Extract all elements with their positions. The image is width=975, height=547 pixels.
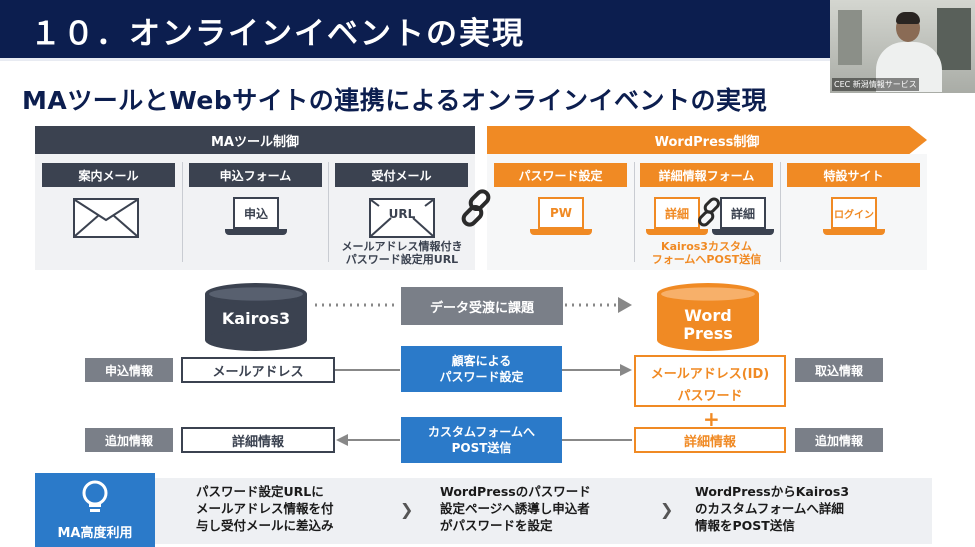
wp-section-header: WordPress制御: [487, 126, 927, 154]
box-line: パスワード: [677, 389, 743, 404]
divider: [780, 162, 781, 262]
tag-import-info: 取込情報: [795, 358, 883, 382]
center-line: POST送信: [451, 441, 512, 455]
slide-title: １０．オンラインイベントの実現: [30, 16, 525, 52]
tag-additional-info-wp: 追加情報: [795, 428, 883, 452]
box-detail-info-wp: 詳細情報: [634, 427, 786, 453]
arrow-icon: [336, 434, 348, 446]
laptop-icon: ログイン: [823, 197, 885, 237]
chevron-right-icon: ❯: [400, 500, 414, 519]
footer-summary: [35, 478, 932, 544]
presenter-name-label: CEC 新潟情報サービス: [832, 78, 919, 91]
envelope-icon: [73, 198, 139, 238]
step-line: パスワード設定URLに: [196, 484, 324, 499]
db-rim: [209, 287, 303, 301]
step-line: メールアドレス情報を付: [196, 501, 334, 516]
database-icon: Kairos3: [205, 283, 307, 351]
footer-step-3: WordPressからKairos3 のカスタムフォームへ詳細 情報をPOST送…: [695, 483, 849, 534]
presenter-hair: [896, 12, 920, 24]
step-line: 与し受付メールに差込み: [196, 518, 334, 533]
receipt-mail-note: メールアドレス情報付き パスワード設定用URL: [336, 240, 468, 266]
step-line: WordPressからKairos3: [695, 484, 850, 499]
slide-subtitle: MAツールとWebサイトの連携によるオンラインイベントの実現: [22, 86, 768, 115]
db-bottom: [205, 329, 307, 351]
laptop-icon: 詳細: [712, 197, 774, 237]
note-line: パスワード設定用URL: [345, 253, 459, 266]
laptop-icon: PW: [530, 197, 592, 237]
step-custom-form-post: カスタムフォームへ POST送信: [401, 417, 562, 463]
presenter-video[interactable]: CEC 新潟情報サービス: [830, 0, 975, 93]
database-icon: Word Press: [657, 283, 759, 351]
db-label-line: Press: [683, 324, 733, 343]
divider: [182, 162, 183, 262]
box-line: メールアドレス(ID): [650, 367, 770, 382]
db-label-line: Word: [684, 306, 732, 325]
note-line: Kairos3カスタム: [661, 240, 752, 253]
step-application-form: 申込フォーム: [189, 163, 322, 187]
laptop-screen-text: PW: [538, 197, 584, 229]
step-password-setting: パスワード設定: [494, 163, 627, 187]
note-line: フォームへPOST送信: [651, 253, 762, 266]
note-line: メールアドレス情報付き: [341, 240, 463, 253]
title-underline: [0, 58, 830, 61]
laptop-screen-text: 詳細: [654, 197, 700, 229]
laptop-screen-text: ログイン: [831, 197, 877, 229]
ma-advanced-badge: MA高度利用: [35, 473, 155, 547]
box-email-id-password: メールアドレス(ID) パスワード: [634, 355, 786, 407]
center-line: 顧客による: [451, 354, 512, 368]
detail-form-note: Kairos3カスタム フォームへPOST送信: [640, 240, 773, 266]
step-line: WordPressのパスワード: [440, 484, 591, 499]
chain-link-icon: [461, 189, 491, 227]
laptop-base: [225, 229, 287, 235]
footer-step-1: パスワード設定URLに メールアドレス情報を付 与し受付メールに差込み: [196, 483, 334, 534]
ma-section-header: MAツール制御: [35, 126, 475, 154]
laptop-screen-text: 申込: [233, 197, 279, 229]
title-bar: １０．オンラインイベントの実現: [0, 0, 830, 58]
db-rim: [661, 287, 755, 301]
lightbulb-icon: [82, 480, 108, 512]
center-line: パスワード設定: [439, 370, 524, 384]
laptop-base: [530, 229, 592, 235]
footer-step-2: WordPressのパスワード 設定ページへ誘導し申込者 がパスワードを設定: [440, 483, 591, 534]
chevron-right-icon: ❯: [660, 500, 674, 519]
step-guide-mail: 案内メール: [42, 163, 175, 187]
step-line: がパスワードを設定: [440, 518, 553, 533]
tag-additional-info: 追加情報: [85, 428, 173, 452]
presenter-body: [876, 42, 942, 92]
arrow-icon: [620, 364, 632, 376]
db-bottom: [657, 329, 759, 351]
data-issue-box: データ受渡に課題: [401, 287, 563, 325]
step-line: のカスタムフォームへ詳細: [695, 501, 844, 516]
step-special-site: 特設サイト: [787, 163, 920, 187]
arrow-icon: [618, 297, 632, 313]
step-detail-form: 詳細情報フォーム: [640, 163, 773, 187]
divider: [328, 162, 329, 262]
laptop-base: [823, 229, 885, 235]
laptop-icon: 申込: [225, 197, 287, 237]
video-shelf-left: [838, 10, 862, 65]
db-kairos3-label: Kairos3: [221, 309, 291, 328]
box-email-address: メールアドレス: [181, 357, 335, 383]
laptop-base: [712, 229, 774, 235]
step-line: 設定ページへ誘導し申込者: [440, 501, 590, 516]
db-wordpress-label: Word Press: [657, 307, 759, 343]
divider: [634, 162, 635, 262]
center-line: カスタムフォームへ: [428, 425, 535, 439]
video-shelf-right: [937, 8, 971, 70]
laptop-base: [646, 229, 708, 235]
tag-application-info: 申込情報: [85, 358, 173, 382]
badge-label: MA高度利用: [57, 526, 133, 541]
envelope-url-text: URL: [388, 207, 416, 221]
step-customer-password: 顧客による パスワード設定: [401, 346, 562, 392]
plus-sign: +: [703, 407, 720, 431]
box-detail-info: 詳細情報: [181, 427, 335, 453]
step-receipt-mail: 受付メール: [335, 163, 468, 187]
laptop-screen-text: 詳細: [720, 197, 766, 229]
step-line: 情報をPOST送信: [695, 518, 795, 533]
envelope-url-icon: URL: [369, 198, 435, 238]
laptop-icon: 詳細: [646, 197, 708, 237]
chain-link-icon: [698, 197, 720, 227]
